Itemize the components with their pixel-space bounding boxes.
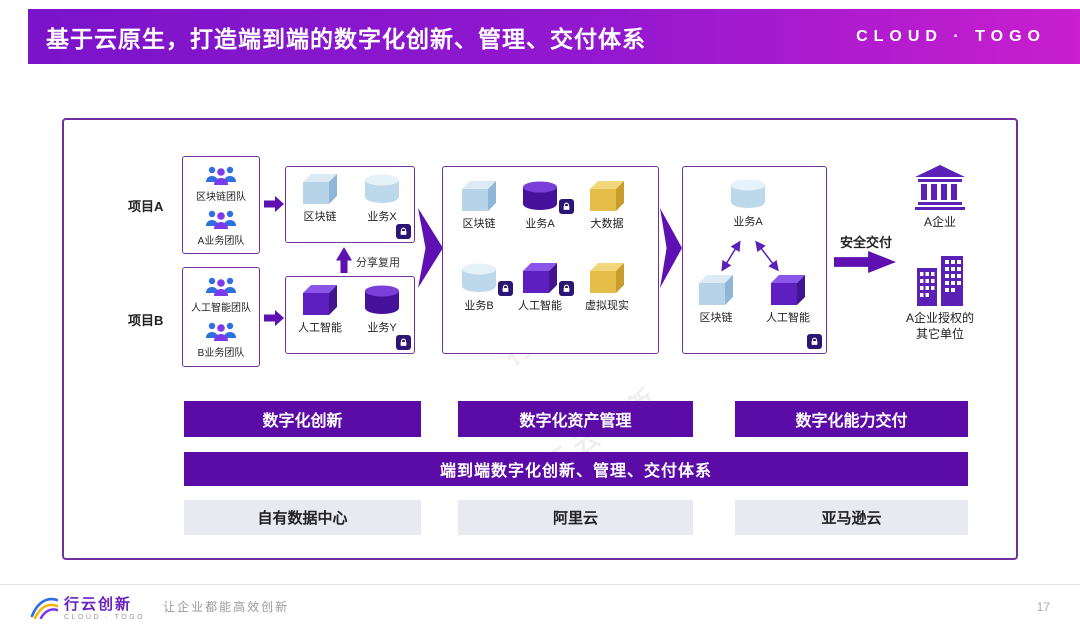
lock-icon xyxy=(559,281,574,296)
team-label: 区块链团队 xyxy=(196,191,246,203)
asset-item: 人工智能 xyxy=(509,263,574,313)
lock-icon xyxy=(498,281,513,296)
asset-item: 业务A xyxy=(509,181,574,231)
team-label: A业务团队 xyxy=(197,235,245,247)
team-blockchain: 区块链团队 xyxy=(196,164,246,203)
asset-item-label: 业务X xyxy=(367,211,397,223)
authorized-units-label-line1: A企业授权的 xyxy=(905,311,974,325)
footer-logo-en: CLOUD · TOGO xyxy=(64,613,146,621)
cylinder-icon xyxy=(365,285,399,314)
delivery-item: 业务A xyxy=(717,179,779,229)
project-b-team-box: 人工智能团队 B业务团队 xyxy=(182,267,260,367)
stage-digital-asset-management: 数字化资产管理 xyxy=(458,401,693,437)
project-b-label: 项目B xyxy=(128,313,164,328)
big-arrow-icon xyxy=(660,208,682,288)
asset-item-label: 人工智能 xyxy=(518,300,562,312)
asset-item-label: 业务B xyxy=(464,300,494,312)
delivery-item-label: 区块链 xyxy=(699,312,733,324)
stage-digital-capability-delivery: 数字化能力交付 xyxy=(735,401,968,437)
project-a-asset-box: 区块链 业务X xyxy=(285,166,415,243)
asset-management-box: 区块链 业务A 大数据 业务B 人工智能 xyxy=(442,166,659,354)
asset-item: 业务B xyxy=(448,263,513,313)
team-label: B业务团队 xyxy=(197,348,245,359)
team-a-business: A业务团队 xyxy=(197,208,245,247)
arrow-right-icon xyxy=(264,310,284,326)
delivery-item-label: 业务A xyxy=(733,216,763,228)
cylinder-icon xyxy=(365,174,399,203)
asset-item-label: 区块链 xyxy=(303,211,337,223)
buildings-icon xyxy=(917,256,963,306)
footer-tagline: 让企业都能高效创新 xyxy=(163,600,290,614)
cube-icon xyxy=(303,174,337,204)
asset-item: 人工智能 xyxy=(290,285,350,335)
share-reuse-label: 分享复用 xyxy=(356,257,400,269)
delivery-item: 人工智能 xyxy=(757,275,819,325)
asset-item: 大数据 xyxy=(576,181,638,231)
asset-item-label: 业务A xyxy=(525,218,555,230)
page-number: 17 xyxy=(1036,599,1050,614)
arrow-right-icon xyxy=(264,196,284,212)
infra-own-datacenter: 自有数据中心 xyxy=(184,500,421,535)
cube-icon xyxy=(699,275,733,305)
big-arrow-icon xyxy=(418,208,443,288)
authorized-units-label-line2: 其它单位 xyxy=(915,326,964,341)
delivery-item-label: 人工智能 xyxy=(766,312,810,324)
asset-item-label: 大数据 xyxy=(590,218,624,230)
lock-icon xyxy=(807,334,822,349)
cube-icon xyxy=(523,263,557,293)
cylinder-icon xyxy=(462,263,496,292)
cube-icon xyxy=(462,181,496,211)
asset-item: 业务X xyxy=(352,174,412,224)
team-people-icon xyxy=(205,210,236,229)
asset-item-label: 人工智能 xyxy=(298,322,342,334)
lock-icon xyxy=(396,335,411,350)
team-people-icon xyxy=(205,322,236,341)
lock-icon xyxy=(396,224,411,239)
stage-digital-innovation: 数字化创新 xyxy=(184,401,421,437)
footer-logo-texts: 行云创新 CLOUD · TOGO xyxy=(64,593,145,621)
cube-icon xyxy=(590,181,624,211)
cylinder-icon xyxy=(523,181,557,210)
team-people-icon xyxy=(206,277,236,296)
secure-delivery-label: 安全交付 xyxy=(839,235,892,250)
asset-item-label: 区块链 xyxy=(462,218,496,230)
asset-item-label: 虚拟现实 xyxy=(585,300,629,312)
page-title: 基于云原生，打造端到端的数字化创新、管理、交付体系 xyxy=(46,25,646,52)
team-people-icon xyxy=(206,166,236,185)
delivery-item: 区块链 xyxy=(685,275,747,325)
delivery-box: 业务A 区块链 人工智能 xyxy=(682,166,827,354)
diagram-container: 行云创新 行云创新 项目A 项目B 区块链团队 A业务团队 人工智能团队 B xyxy=(62,118,1018,560)
connector-arrows-icon xyxy=(721,240,779,272)
lock-icon xyxy=(559,199,574,214)
enterprise-a-label: A企业 xyxy=(923,215,956,229)
asset-item: 区块链 xyxy=(290,174,350,224)
brand-logo: CLOUD · TOGO xyxy=(856,27,1046,45)
team-ai: 人工智能团队 xyxy=(191,275,251,314)
infra-alibaba-cloud: 阿里云 xyxy=(458,500,693,535)
end-to-end-banner: 端到端数字化创新、管理、交付体系 xyxy=(184,452,968,486)
footer-logo-icon xyxy=(30,597,58,619)
enterprise-a: A企业 xyxy=(880,164,1000,231)
footer-logo-cn: 行云创新 xyxy=(64,595,133,613)
footer: 行云创新 CLOUD · TOGO 让企业都能高效创新 17 xyxy=(0,584,1080,628)
project-a-team-box: 区块链团队 A业务团队 xyxy=(182,156,260,254)
team-b-business: B业务团队 xyxy=(197,320,245,359)
asset-item: 区块链 xyxy=(448,181,510,231)
project-b-asset-box: 人工智能 业务Y xyxy=(285,276,415,354)
asset-item: 虚拟现实 xyxy=(576,263,638,313)
asset-item-label: 业务Y xyxy=(367,322,397,334)
footer-logo: 行云创新 CLOUD · TOGO xyxy=(30,593,145,621)
team-label: 人工智能团队 xyxy=(191,303,251,314)
infra-amazon-cloud: 亚马逊云 xyxy=(735,500,968,535)
asset-item: 业务Y xyxy=(352,285,412,335)
enterprise-building-icon xyxy=(915,165,965,210)
cube-icon xyxy=(771,275,805,305)
header-bar: 基于云原生，打造端到端的数字化创新、管理、交付体系 CLOUD · TOGO xyxy=(28,9,1080,64)
share-reuse-arrow-icon xyxy=(336,247,352,273)
cylinder-icon xyxy=(731,179,765,208)
project-a-label: 项目A xyxy=(128,199,164,214)
authorized-units: A企业授权的 其它单位 xyxy=(880,252,1000,342)
cube-icon xyxy=(303,285,337,315)
cube-icon xyxy=(590,263,624,293)
